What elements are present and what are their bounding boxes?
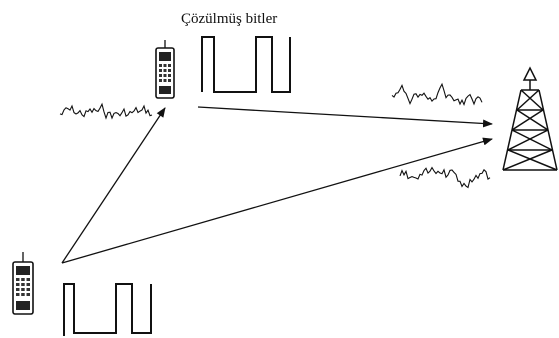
relay-bits-waveform (201, 36, 291, 93)
source-phone-icon (12, 252, 34, 315)
arrow-relay-to-destination (197, 106, 493, 128)
noisy-signal-source-to-relay (59, 102, 153, 120)
transmission-arrows (61, 106, 493, 264)
noisy-signal-source-to-destination (399, 166, 491, 189)
relay-phone-icon (155, 40, 175, 99)
arrow-source-to-destination (61, 137, 493, 264)
noisy-signal-relay-to-destination (391, 82, 483, 107)
relay-caption: Çözülmüş bitler (181, 11, 277, 27)
arrow-source-to-relay (61, 107, 166, 264)
transmission-tower-icon (502, 66, 558, 171)
source-bits-waveform (63, 283, 152, 336)
